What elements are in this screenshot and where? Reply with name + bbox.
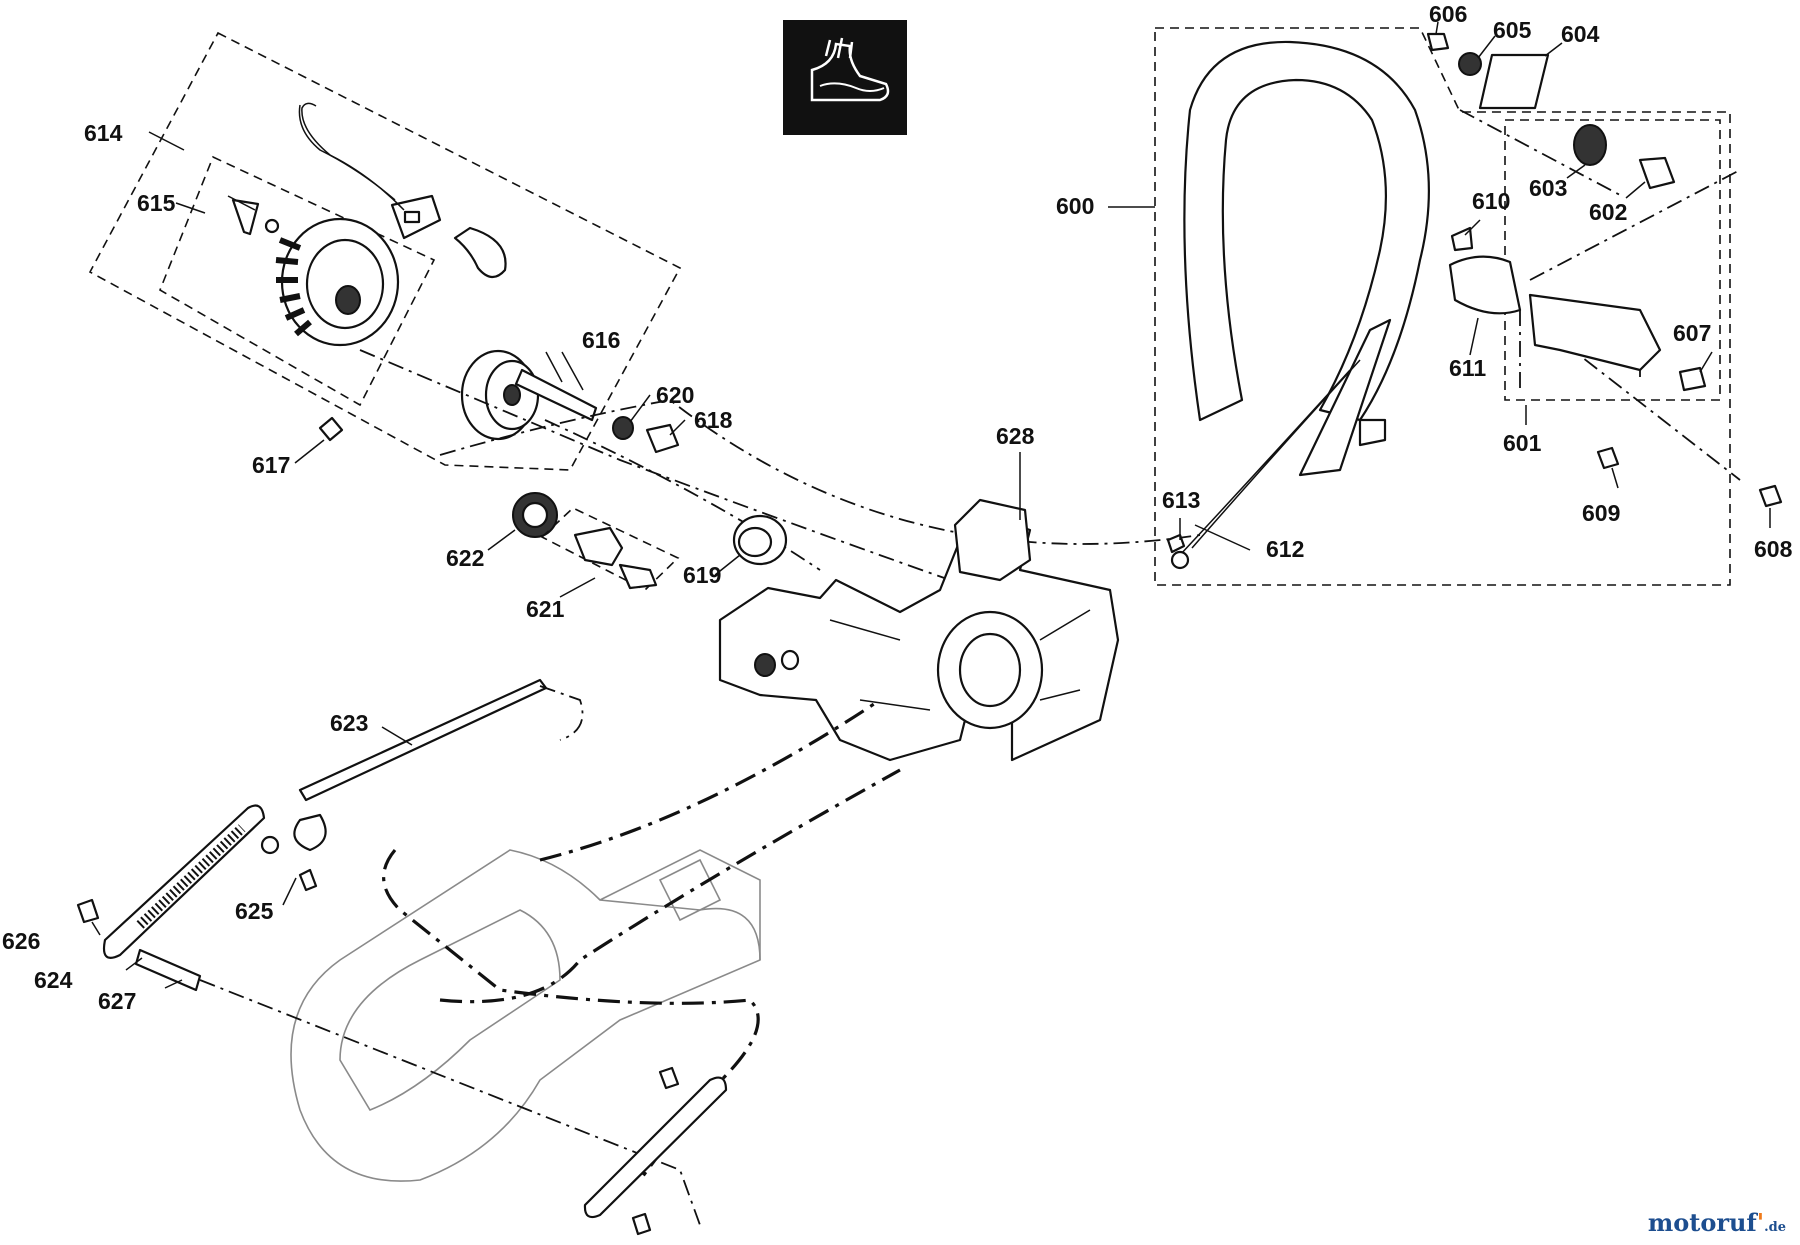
label-609: 609 <box>1582 500 1620 526</box>
label-604: 604 <box>1561 21 1600 47</box>
chainsaw-boot-protection-icon <box>783 20 907 135</box>
label-625: 625 <box>235 898 274 924</box>
handle-cover-624 <box>102 804 266 959</box>
label-620: 620 <box>656 382 694 408</box>
label-621: 621 <box>526 596 565 622</box>
label-614: 614 <box>84 120 123 146</box>
label-624: 624 <box>34 967 73 993</box>
label-628: 628 <box>996 423 1035 449</box>
label-622: 622 <box>446 545 484 571</box>
label-611: 611 <box>1449 355 1486 381</box>
label-605: 605 <box>1493 17 1532 43</box>
bearing-619 <box>732 514 788 566</box>
label-627: 627 <box>98 988 136 1014</box>
label-600: 600 <box>1056 193 1094 219</box>
label-612: 612 <box>1266 536 1304 562</box>
motoruf-watermark: motoruf'.de <box>1647 1208 1786 1237</box>
flywheel <box>275 217 400 347</box>
rear-handle-ghost <box>290 849 761 1182</box>
label-601: 601 <box>1503 430 1542 456</box>
label-603: 603 <box>1529 175 1567 201</box>
handle-bar <box>1183 40 1430 477</box>
label-615: 615 <box>137 190 176 216</box>
label-608: 608 <box>1754 536 1793 562</box>
label-606: 606 <box>1429 1 1467 27</box>
label-613: 613 <box>1162 487 1200 513</box>
label-618: 618 <box>694 407 733 433</box>
clutch-drum <box>460 349 598 441</box>
label-607: 607 <box>1673 320 1711 346</box>
label-616: 616 <box>582 327 620 353</box>
label-602: 602 <box>1589 199 1627 225</box>
crankcase <box>718 498 1120 762</box>
ignition-group <box>88 31 682 471</box>
label-626: 626 <box>2 928 40 954</box>
label-623: 623 <box>330 710 368 736</box>
label-619: 619 <box>683 562 721 588</box>
label-610: 610 <box>1472 188 1510 214</box>
seal-622 <box>512 492 558 538</box>
label-617: 617 <box>252 452 290 478</box>
